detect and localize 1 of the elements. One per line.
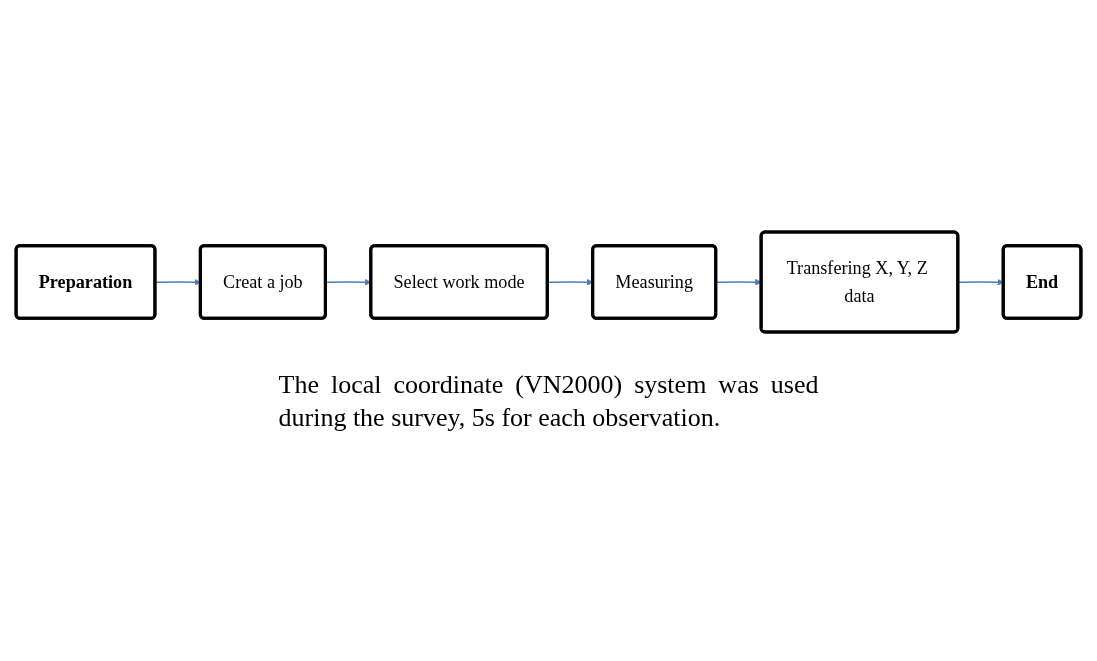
note-text: The local coordinate (VN2000) system was used during the survey, 5s for each observation. (278, 368, 819, 435)
